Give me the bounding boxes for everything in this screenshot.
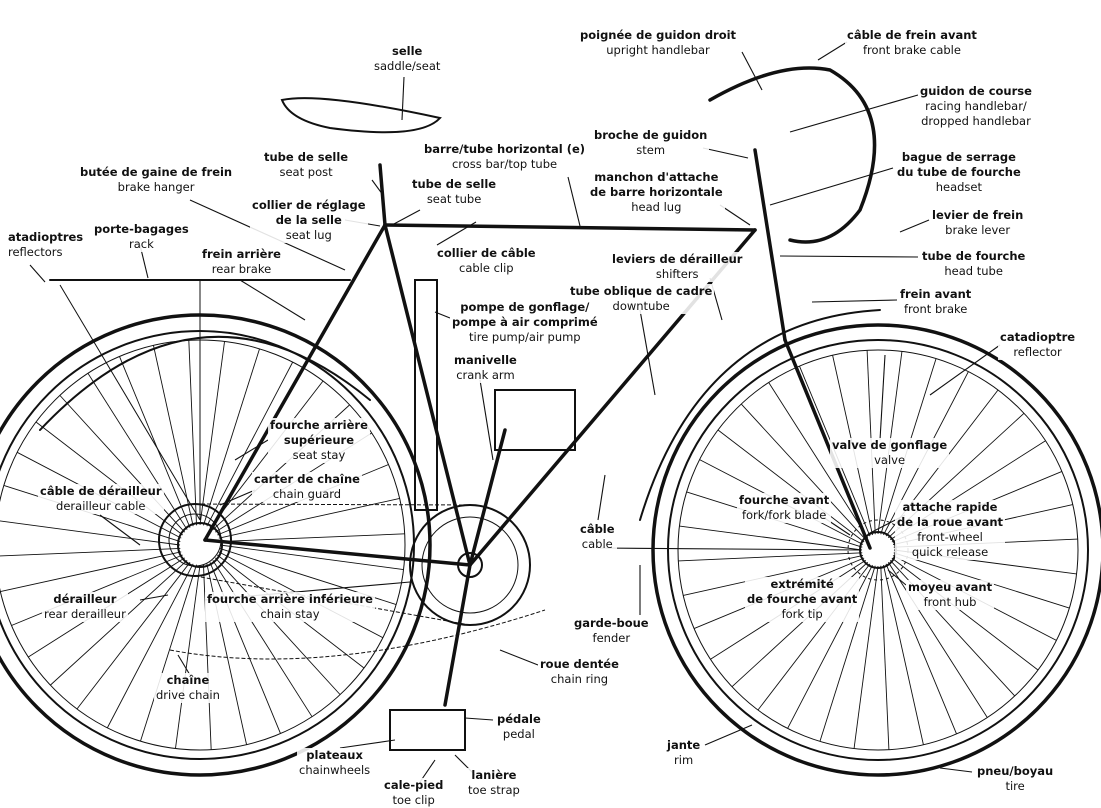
front-wheel: [651, 323, 1101, 777]
spoke: [740, 403, 867, 541]
spoke: [209, 562, 281, 734]
label-top-tube: barre/tube horizontal (e)cross bar/top t…: [422, 142, 588, 172]
spoke: [768, 382, 869, 538]
spoke: [153, 345, 194, 527]
front-fender: [639, 309, 881, 521]
rear-wheel: [0, 313, 432, 777]
spoke: [50, 559, 188, 686]
leader-lines: [29, 41, 1001, 783]
spoke: [206, 361, 294, 527]
spoke: [0, 520, 181, 546]
spoke: [106, 563, 194, 729]
handlebar-shape: [708, 66, 877, 244]
spoke: [140, 564, 197, 742]
spoke: [219, 544, 404, 570]
spoke: [219, 533, 405, 542]
spoke: [199, 341, 225, 526]
drivetrain: [158, 389, 576, 751]
spoke: [11, 554, 183, 626]
pump-shape: [414, 279, 438, 511]
spoke: [891, 557, 1039, 671]
spoke: [883, 564, 924, 745]
spoke: [887, 562, 988, 718]
spoke: [203, 564, 212, 750]
spoke: [87, 373, 188, 530]
spoke: [119, 356, 191, 528]
spoke: [679, 525, 863, 551]
spoke: [683, 555, 864, 596]
spoke: [209, 380, 324, 528]
spoke: [212, 560, 313, 717]
spoke: [678, 552, 863, 562]
spoke: [206, 563, 247, 745]
spoke: [853, 565, 879, 749]
spoke: [175, 564, 201, 749]
spoke: [0, 551, 182, 592]
spoke: [214, 557, 341, 695]
spoke: [59, 395, 186, 533]
spoke: [203, 348, 260, 526]
spoke: [885, 563, 957, 735]
spoke: [188, 340, 197, 526]
spoke: [35, 421, 183, 536]
spoke: [819, 565, 876, 742]
rack-shape: [49, 279, 351, 521]
saddle-shape: [280, 97, 442, 134]
spoke: [0, 548, 181, 557]
rear-fender: [39, 335, 371, 431]
spoke: [880, 565, 890, 750]
front-spokes: [678, 350, 1078, 750]
spoke: [76, 562, 191, 710]
frame: [203, 148, 872, 567]
spoke: [717, 429, 865, 543]
